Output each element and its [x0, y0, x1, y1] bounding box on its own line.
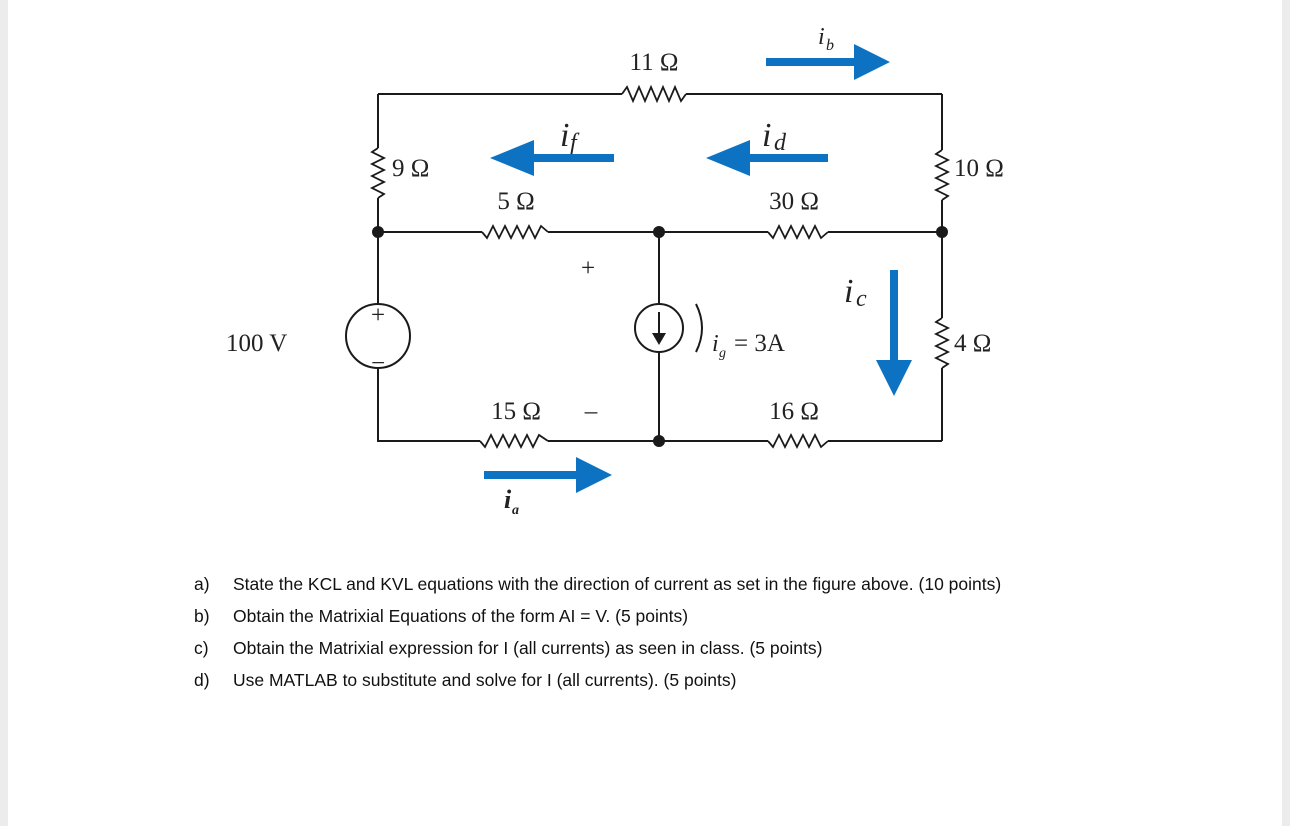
- arrow-if-left: [490, 140, 614, 176]
- question-c: c) Obtain the Matrixial expression for I…: [194, 632, 1114, 664]
- question-a-text: State the KCL and KVL equations with the…: [233, 574, 1002, 594]
- ic-letter-i: i: [844, 273, 853, 310]
- label-id: i d: [762, 117, 787, 156]
- label-ib: i b: [818, 24, 834, 54]
- question-c-text: Obtain the Matrixial expression for I (a…: [233, 638, 823, 658]
- label-resistor-16: 16 Ω: [769, 398, 819, 425]
- ig-value: = 3A: [734, 330, 785, 357]
- circuit-diagram: + − 11 Ω 9 Ω 5 Ω 30 Ω 10 Ω 4 Ω 15 Ω 16 Ω…: [226, 24, 1004, 518]
- label-voltage-source: 100 V: [226, 330, 287, 357]
- current-source: [634, 303, 703, 353]
- arrow-id-left: [706, 140, 828, 176]
- left-wire-lower: [377, 368, 480, 442]
- ib-letter-i: i: [818, 24, 825, 50]
- arrow-ic-down: [876, 270, 912, 396]
- label-resistor-4: 4 Ω: [954, 330, 991, 357]
- current-source-arrow-head: [652, 333, 666, 345]
- voltage-source-circle: [345, 303, 411, 369]
- if-subscript: f: [570, 130, 580, 156]
- resistor-9-ohm: [369, 147, 387, 199]
- resistor-30-ohm: [767, 223, 829, 241]
- label-node-minus: –: [584, 398, 598, 425]
- label-ic: i c: [844, 273, 867, 312]
- node-middle-bottom: [653, 435, 665, 447]
- resistor-10-ohm: [933, 149, 951, 201]
- ig-subscript: g: [719, 346, 726, 361]
- voltage-source-minus: −: [371, 350, 385, 377]
- resistor-11-ohm: [621, 84, 687, 104]
- current-arrows: [484, 44, 912, 493]
- question-list: a) State the KCL and KVL equations with …: [194, 568, 1114, 696]
- ia-letter-i: i: [504, 485, 512, 514]
- voltage-source-plus: +: [371, 302, 385, 329]
- arrow-ia-right: [484, 457, 612, 493]
- question-d-marker: d): [194, 670, 210, 690]
- resistor-5-ohm: [481, 223, 549, 241]
- question-b-marker: b): [194, 606, 210, 626]
- node-right: [936, 226, 948, 238]
- label-resistor-15: 15 Ω: [491, 398, 541, 425]
- label-ig: i g = 3A: [712, 330, 785, 361]
- voltage-source: + −: [345, 302, 411, 377]
- current-source-bracket: [695, 303, 703, 353]
- label-if: i f: [560, 117, 580, 156]
- node-middle-top: [653, 226, 665, 238]
- question-a-marker: a): [194, 574, 210, 594]
- label-resistor-10: 10 Ω: [954, 155, 1004, 182]
- label-resistor-11: 11 Ω: [630, 49, 679, 76]
- document-page: + − 11 Ω 9 Ω 5 Ω 30 Ω 10 Ω 4 Ω 15 Ω 16 Ω…: [8, 0, 1282, 826]
- node-left: [372, 226, 384, 238]
- label-resistor-5: 5 Ω: [497, 188, 534, 215]
- question-b-text: Obtain the Matrixial Equations of the fo…: [233, 606, 689, 626]
- id-subscript: d: [774, 130, 787, 156]
- resistor-4-ohm: [933, 317, 951, 369]
- ib-subscript: b: [826, 37, 834, 54]
- question-d: d) Use MATLAB to substitute and solve fo…: [194, 664, 1114, 696]
- id-letter-i: i: [762, 117, 771, 154]
- question-b: b) Obtain the Matrixial Equations of the…: [194, 600, 1114, 632]
- arrow-ib-right: [766, 44, 890, 80]
- ic-subscript: c: [856, 286, 867, 312]
- ia-subscript: a: [512, 503, 519, 518]
- label-resistor-30: 30 Ω: [769, 188, 819, 215]
- label-resistor-9: 9 Ω: [392, 155, 429, 182]
- label-ia: i a: [504, 485, 519, 518]
- resistor-16-ohm: [767, 432, 829, 450]
- question-d-text: Use MATLAB to substitute and solve for I…: [233, 670, 737, 690]
- circuit-wires: [377, 93, 943, 442]
- ig-letter-i: i: [712, 331, 719, 357]
- if-letter-i: i: [560, 117, 569, 154]
- question-a: a) State the KCL and KVL equations with …: [194, 568, 1114, 600]
- label-node-plus: +: [581, 255, 595, 282]
- resistor-15-ohm: [479, 432, 549, 450]
- question-c-marker: c): [194, 638, 209, 658]
